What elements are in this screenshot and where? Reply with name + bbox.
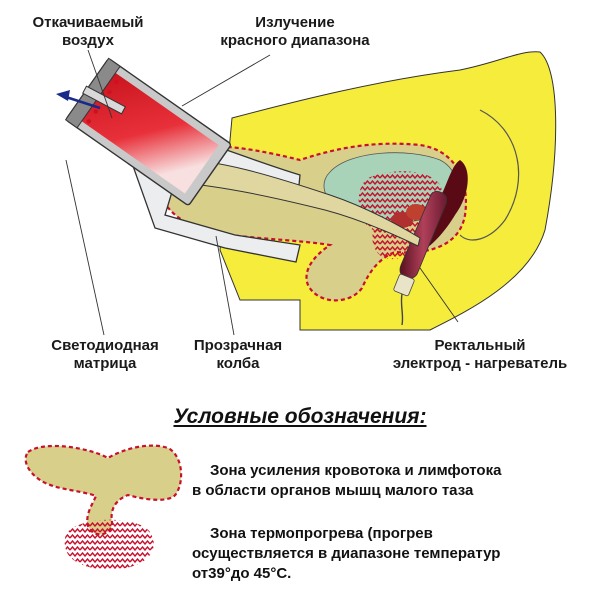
gland-right xyxy=(406,204,426,220)
leader-led-matrix xyxy=(65,159,105,336)
leader-pumped-air xyxy=(87,49,113,119)
air-outlet-pipe xyxy=(82,85,126,115)
air-arrow xyxy=(56,90,101,110)
electrode-base xyxy=(393,273,415,297)
legend-swatch-blood-flow xyxy=(24,444,183,536)
legend-swatch-heat xyxy=(64,519,154,570)
leader-flask xyxy=(215,235,235,336)
flask-inner-channel xyxy=(169,157,421,247)
legend-item-blood-flow: Зона усиления кровотока и лимфотока в об… xyxy=(192,462,502,499)
body-cavity-outline xyxy=(459,109,520,241)
legend-item-heat: Зона термопрогрева (прогрев осуществляет… xyxy=(192,525,501,582)
legend-title: Условные обозначения: xyxy=(173,405,427,428)
electrode-wire xyxy=(400,293,404,326)
leader-electrode xyxy=(419,267,459,323)
leader-red-radiation xyxy=(181,54,271,107)
